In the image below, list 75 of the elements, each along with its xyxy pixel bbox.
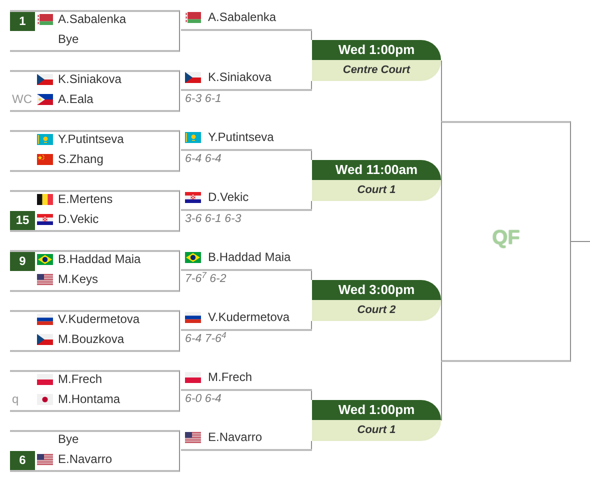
bracket-line xyxy=(311,270,312,280)
player-name: M.Keys xyxy=(58,272,98,286)
match-box xyxy=(10,190,180,232)
player-name: M.Frech xyxy=(208,370,252,384)
match-time-header: Wed 3:00pm xyxy=(312,280,441,300)
bracket-frame xyxy=(441,121,571,362)
bracket-line xyxy=(311,80,312,90)
match-box xyxy=(10,250,180,292)
seed-tile: 9 xyxy=(10,252,35,271)
player-name: B.Haddad Maia xyxy=(208,250,291,264)
player-name: D.Vekic xyxy=(58,212,99,226)
player-name: A.Sabalenka xyxy=(208,10,276,24)
bracket-slot xyxy=(181,9,312,31)
seed-tile: 6 xyxy=(10,451,35,470)
player-name: Y.Putintseva xyxy=(58,132,124,146)
bracket-line xyxy=(311,390,312,400)
player-name: Bye xyxy=(58,432,79,446)
player-name: Bye xyxy=(58,32,79,46)
seed-tile: 1 xyxy=(10,12,35,31)
score-text: 6-3 6-1 xyxy=(185,92,222,106)
match-box xyxy=(10,10,180,52)
score-text: 6-4 6-4 xyxy=(185,152,222,166)
match-box xyxy=(10,130,180,172)
bracket-line xyxy=(311,200,312,210)
player-name: B.Haddad Maia xyxy=(58,252,141,266)
seed-tile: 15 xyxy=(10,211,35,230)
bracket-line xyxy=(311,30,312,40)
match-card xyxy=(312,400,441,441)
match-box xyxy=(10,430,180,472)
entry-status: WC xyxy=(12,92,32,106)
match-time-header: Wed 1:00pm xyxy=(312,40,441,60)
match-box xyxy=(10,70,180,112)
match-card xyxy=(312,40,441,81)
court-name: Court 1 xyxy=(356,183,397,198)
bracket-slot xyxy=(181,309,312,331)
player-name: E.Navarro xyxy=(208,430,262,444)
bracket-line xyxy=(311,320,312,330)
match-box xyxy=(10,310,180,352)
match-time-header: Wed 11:00am xyxy=(312,160,441,180)
player-name: M.Hontama xyxy=(58,392,120,406)
score-text: 7-6$^{7}$ 6-2 xyxy=(185,272,226,286)
player-name: M.Frech xyxy=(58,372,102,386)
match-card xyxy=(312,280,441,321)
score-text: 6-0 6-4 xyxy=(185,392,222,406)
player-name: E.Navarro xyxy=(58,452,112,466)
player-name: K.Siniakova xyxy=(208,70,272,84)
bracket-line xyxy=(311,440,312,450)
player-name: A.Eala xyxy=(58,92,94,106)
player-name: Y.Putintseva xyxy=(208,130,274,144)
court-name: Court 2 xyxy=(356,303,397,318)
player-name: D.Vekic xyxy=(208,190,249,204)
bracket-slot xyxy=(181,189,312,211)
round-label: QF xyxy=(492,226,520,250)
match-card xyxy=(312,160,441,201)
match-box xyxy=(10,370,180,412)
bracket-slot xyxy=(181,129,312,151)
entry-status: q xyxy=(12,392,19,406)
player-name: V.Kudermetova xyxy=(208,310,290,324)
bracket-slot xyxy=(181,69,312,91)
score-text: 6-4 7-6$^{4}$ xyxy=(185,332,226,346)
player-name: K.Siniakova xyxy=(58,72,122,86)
bracket-slot xyxy=(181,429,312,451)
bracket-slot xyxy=(181,369,312,391)
court-name: Centre Court xyxy=(342,63,412,78)
match-time-header: Wed 1:00pm xyxy=(312,400,441,420)
bracket-slot xyxy=(181,249,312,271)
player-name: V.Kudermetova xyxy=(58,312,140,326)
bracket-line xyxy=(570,241,590,242)
player-name: A.Sabalenka xyxy=(58,12,126,26)
bracket-line xyxy=(311,150,312,160)
court-name: Court 1 xyxy=(356,423,397,438)
score-text: 3-6 6-1 6-3 xyxy=(185,212,242,226)
player-name: E.Mertens xyxy=(58,192,113,206)
player-name: M.Bouzkova xyxy=(58,332,124,346)
player-name: S.Zhang xyxy=(58,152,104,166)
